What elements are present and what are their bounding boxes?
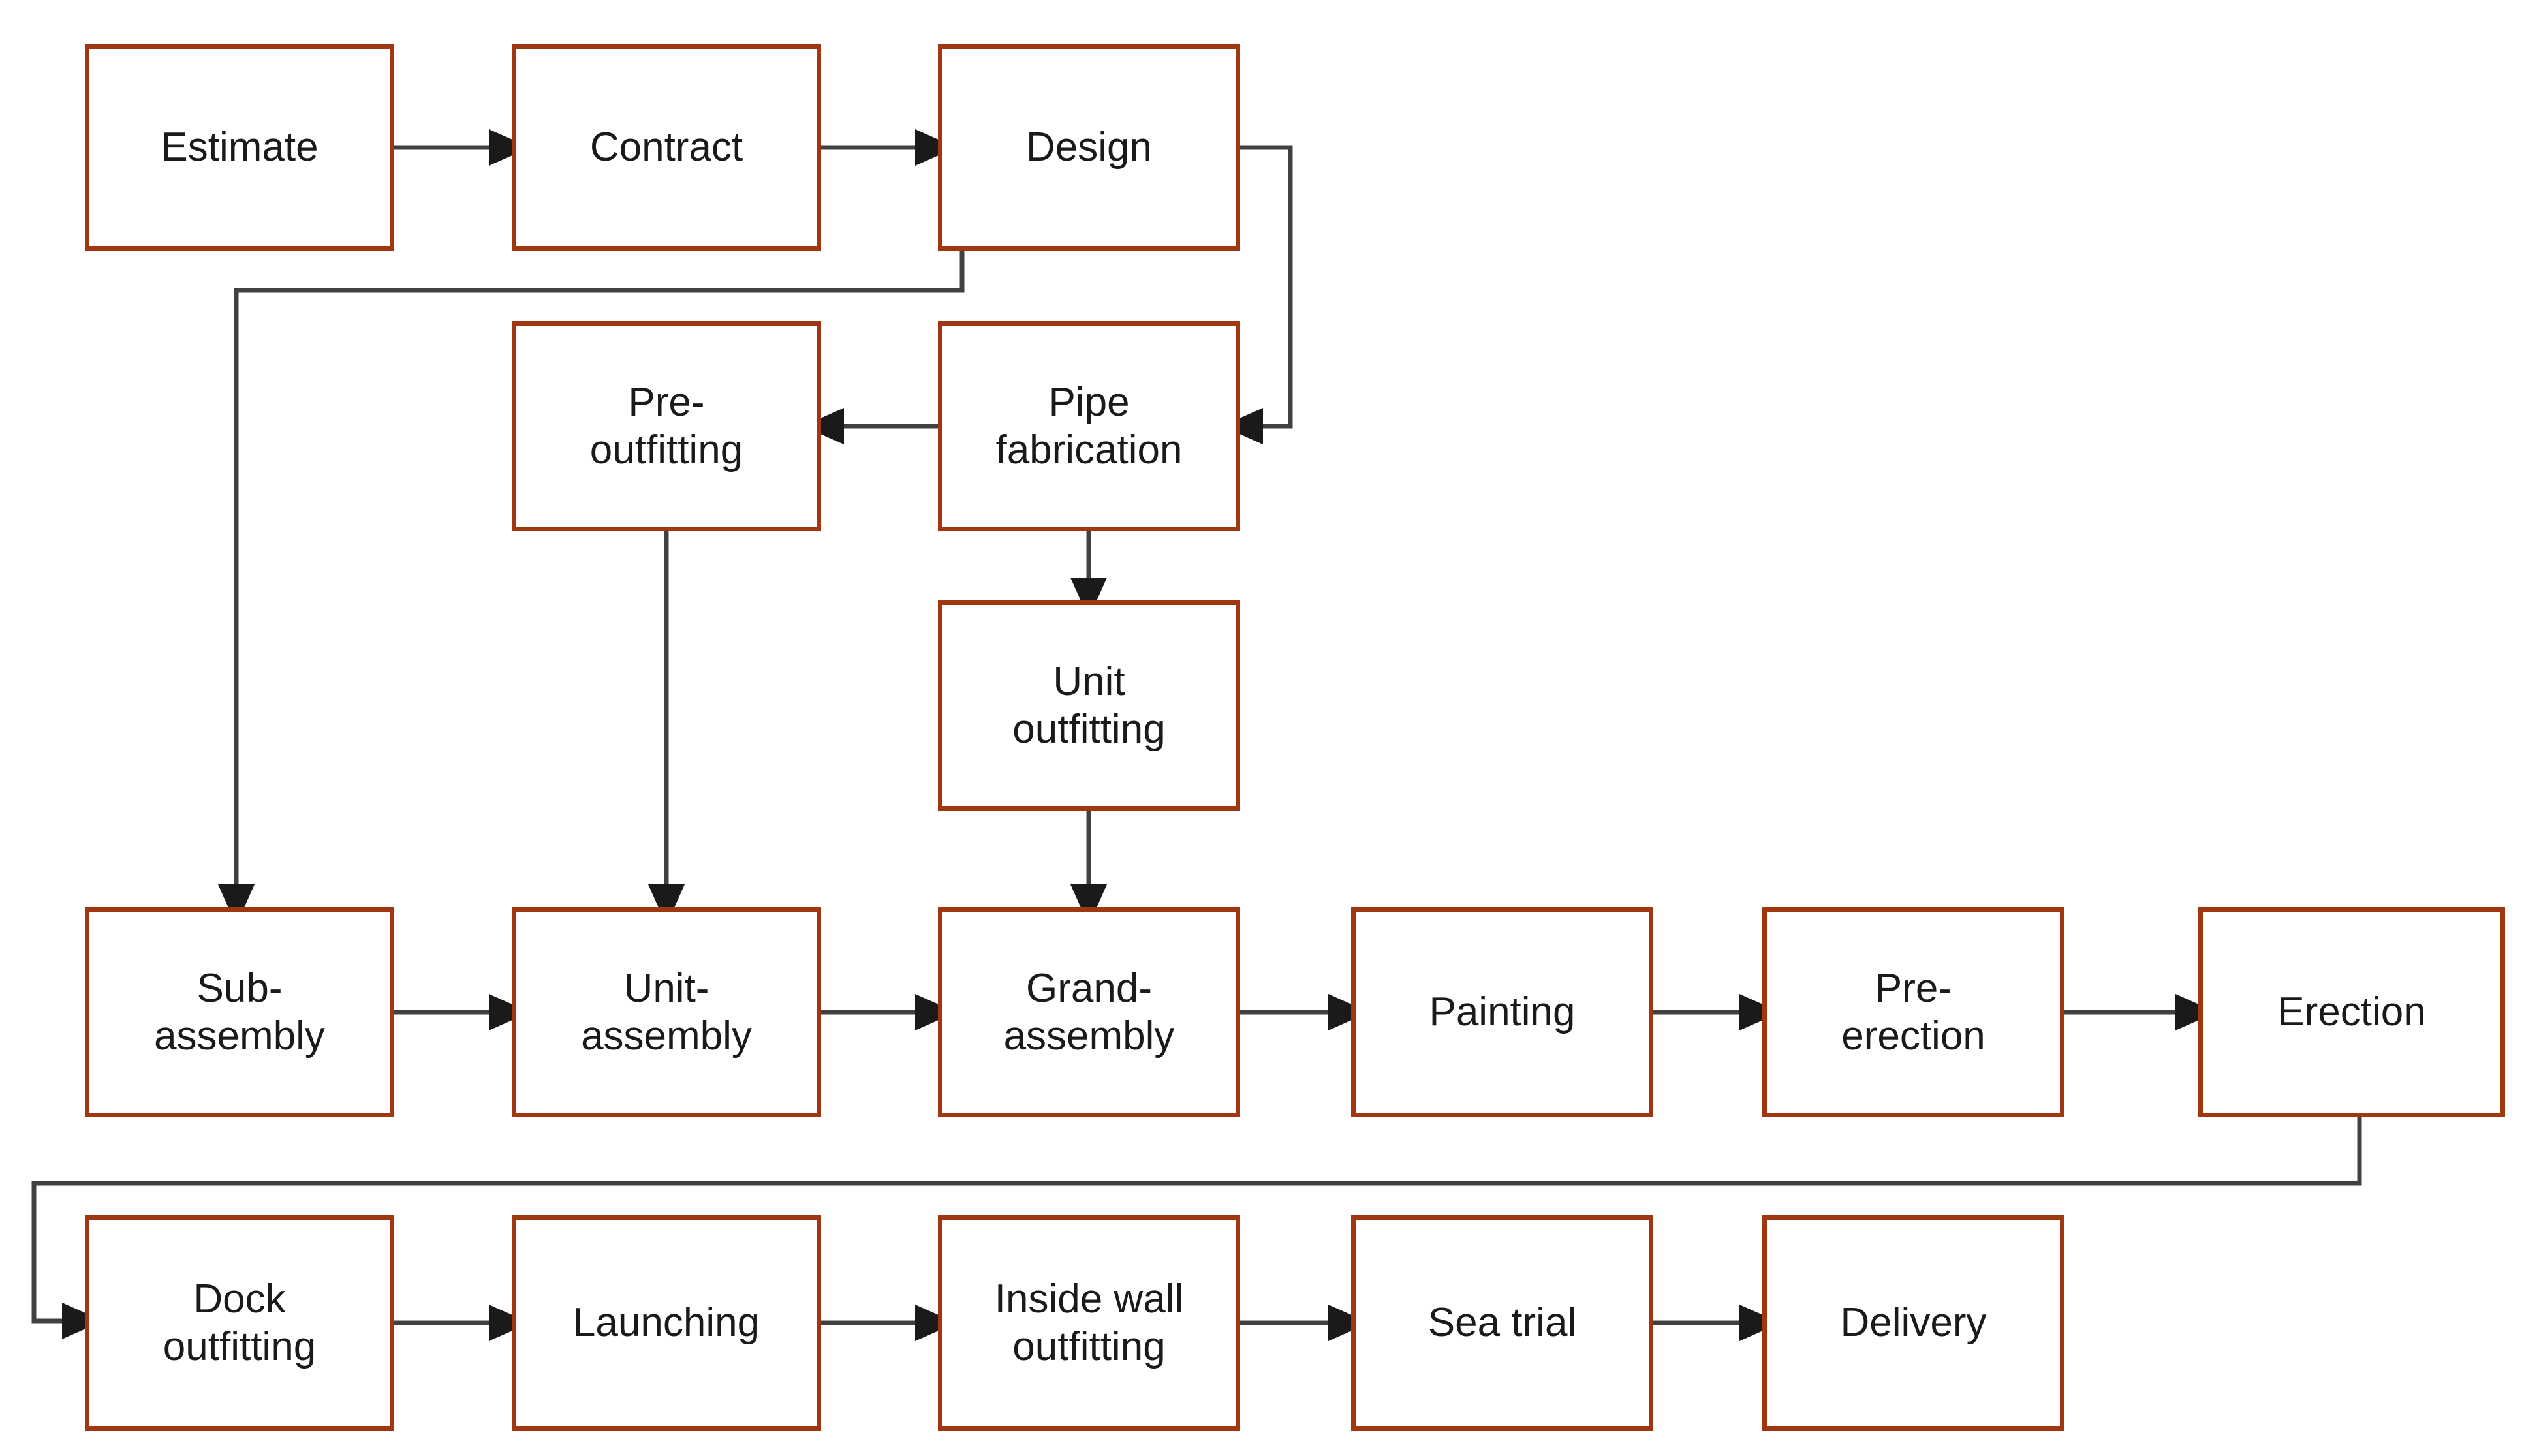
node-label-unit-assembly: Unit- assembly [581, 965, 752, 1059]
node-label-pipe-fabrication: Pipe fabrication [995, 379, 1183, 472]
node-label-design: Design [1026, 125, 1152, 170]
node-painting[interactable]: Painting [1351, 907, 1653, 1117]
node-label-sub-assembly: Sub- assembly [154, 965, 325, 1059]
node-estimate[interactable]: Estimate [85, 44, 394, 251]
node-label-delivery: Delivery [1840, 1300, 1987, 1346]
node-design[interactable]: Design [938, 44, 1240, 251]
node-label-sea-trial: Sea trial [1427, 1300, 1577, 1346]
node-contract[interactable]: Contract [512, 44, 821, 251]
node-label-grand-assembly: Grand- assembly [1003, 965, 1175, 1059]
node-pre-erection[interactable]: Pre- erection [1762, 907, 2064, 1117]
node-pipe-fabrication[interactable]: Pipe fabrication [938, 321, 1240, 531]
node-label-estimate: Estimate [161, 125, 319, 170]
node-grand-assembly[interactable]: Grand- assembly [938, 907, 1240, 1117]
node-sub-assembly[interactable]: Sub- assembly [85, 907, 394, 1117]
node-label-painting: Painting [1429, 989, 1576, 1035]
node-dock-outfitting[interactable]: Dock outfitting [85, 1215, 394, 1431]
node-label-dock-outfitting: Dock outfitting [163, 1276, 317, 1369]
node-label-pre-erection: Pre- erection [1841, 965, 1986, 1059]
node-erection[interactable]: Erection [2198, 907, 2505, 1117]
node-unit-assembly[interactable]: Unit- assembly [512, 907, 821, 1117]
node-label-pre-outfitting: Pre- outfitting [589, 379, 743, 472]
node-label-contract: Contract [589, 125, 743, 170]
node-label-unit-outfitting: Unit outfitting [1012, 658, 1166, 752]
node-pre-outfitting[interactable]: Pre- outfitting [512, 321, 821, 531]
node-label-erection: Erection [2277, 989, 2426, 1035]
node-launching[interactable]: Launching [512, 1215, 821, 1431]
node-unit-outfitting[interactable]: Unit outfitting [938, 600, 1240, 811]
node-sea-trial[interactable]: Sea trial [1351, 1215, 1653, 1431]
node-inside-wall-outfitting[interactable]: Inside wall outfitting [938, 1215, 1240, 1431]
edge-design-to-pipe-fabrication [1222, 145, 1293, 444]
node-label-launching: Launching [572, 1300, 760, 1346]
node-label-inside-wall-outfitting: Inside wall outfitting [994, 1276, 1184, 1369]
node-delivery[interactable]: Delivery [1762, 1215, 2064, 1431]
